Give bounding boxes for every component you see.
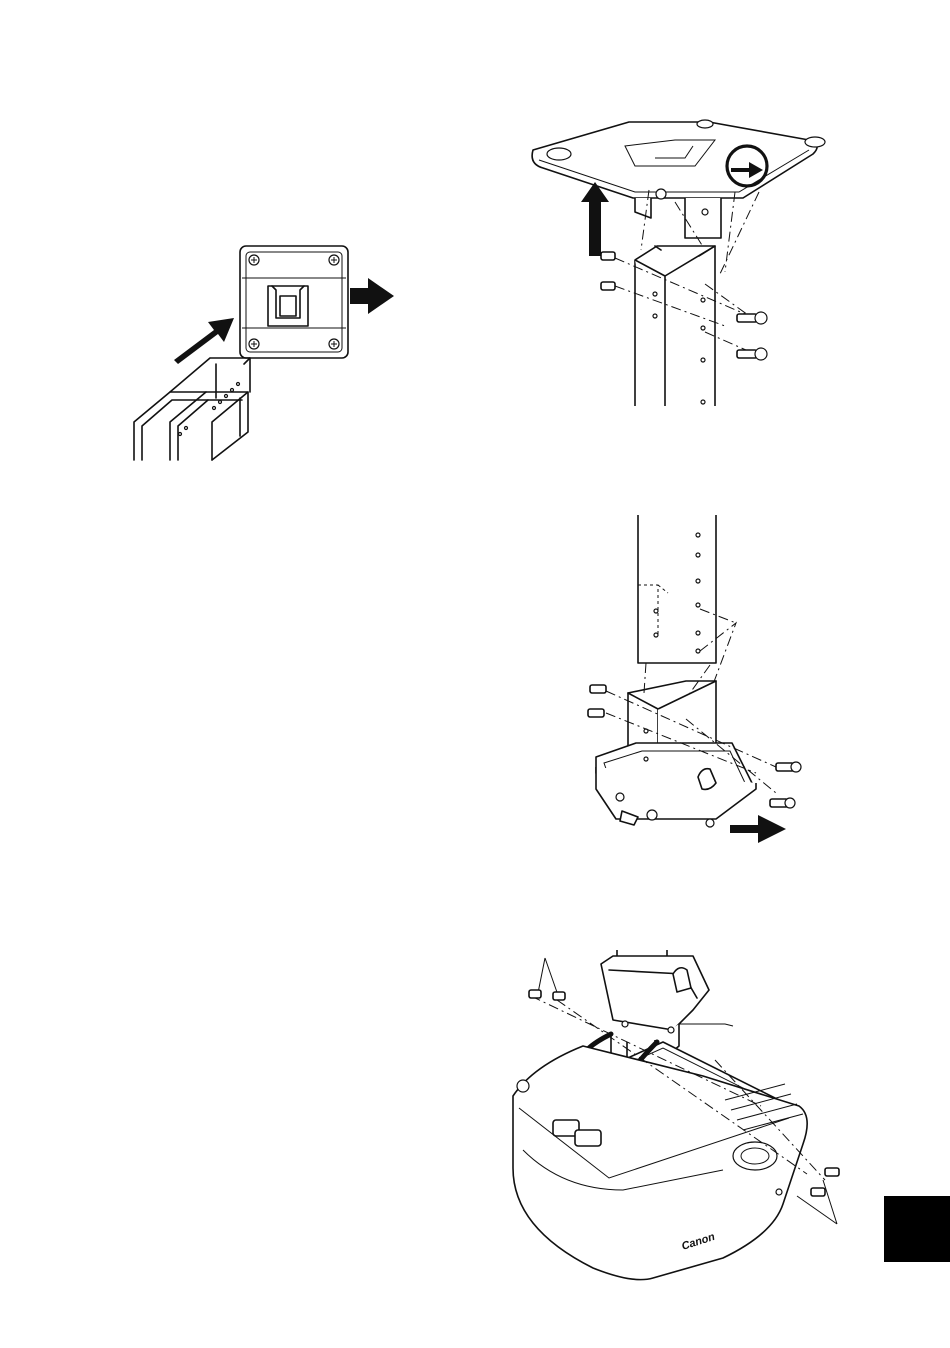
projector: Canon — [513, 1046, 807, 1280]
support-pipe — [635, 246, 715, 406]
arrow-right-icon — [350, 278, 394, 314]
figure-pipe-adapter — [580, 515, 820, 840]
projector-adapter — [596, 681, 756, 827]
arrow-right-icon — [730, 815, 786, 843]
figure-rail-insertion — [120, 238, 410, 468]
page-tab — [884, 1196, 950, 1262]
figure-ceiling-plate — [525, 110, 840, 415]
figure-projector-mount: Canon — [505, 950, 860, 1270]
arrow-up-right-icon — [174, 318, 234, 364]
arrow-up-icon — [581, 182, 609, 256]
channel-rail — [134, 358, 250, 460]
support-pipe — [638, 515, 716, 663]
ceiling-plate — [532, 120, 825, 238]
